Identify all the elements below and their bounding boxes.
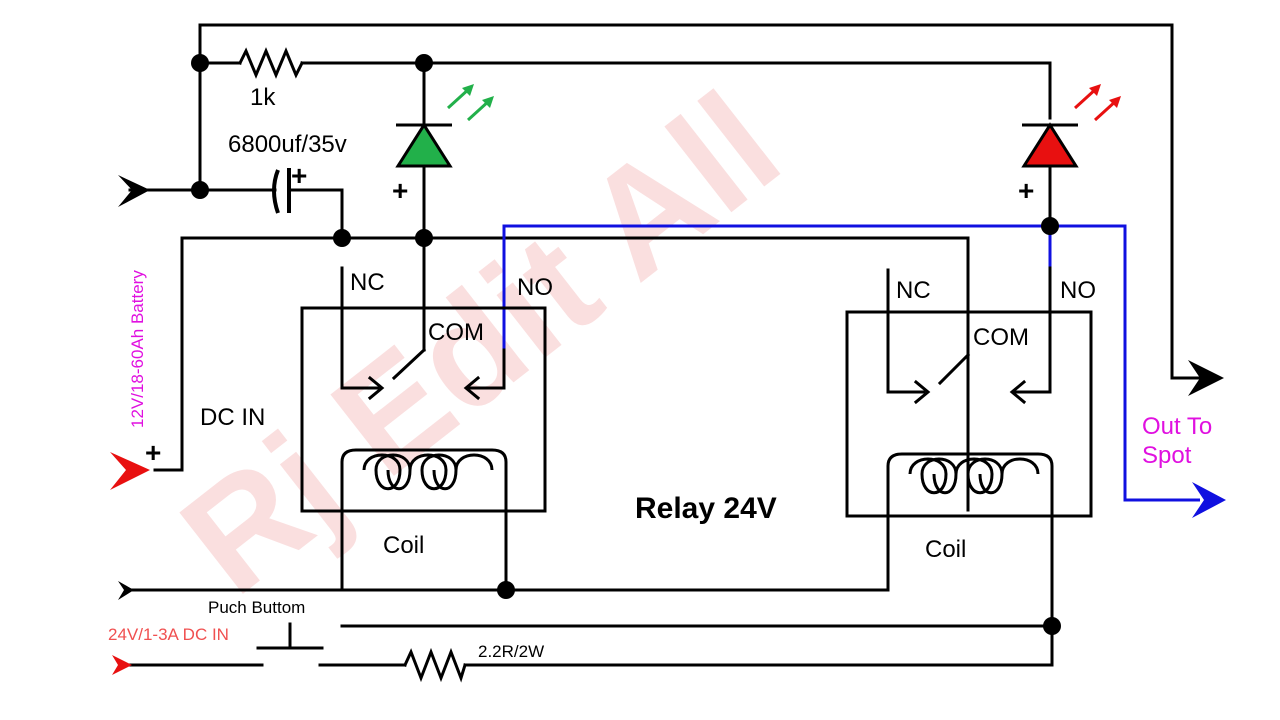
capacitor-plus: +: [291, 160, 307, 191]
capacitor-label: 6800uf/35v: [228, 131, 347, 158]
led-left-plus: +: [392, 175, 408, 206]
top-wiring: [128, 23, 1174, 512]
relay-right-coil: Coil: [925, 536, 966, 563]
push-button-label: Puch Buttom: [208, 598, 305, 617]
relay-left-coil: Coil: [383, 532, 424, 559]
relay-right: [845, 266, 1093, 626]
capacitor: [272, 168, 291, 214]
relay-left-com: COM: [428, 319, 484, 346]
relay-right-com: COM: [973, 324, 1029, 351]
led-right-plus: +: [1018, 175, 1034, 206]
out-to-spot-line1: Out To: [1142, 413, 1212, 440]
led-green-icon: [395, 84, 494, 168]
battery-plus: +: [145, 437, 161, 468]
out-to-spot-line2: Spot: [1142, 442, 1192, 469]
resistor-2r2: [403, 647, 467, 683]
relay-right-nc: NC: [896, 277, 931, 304]
junction-nodes: [191, 54, 1061, 635]
resistor-2r2-label: 2.2R/2W: [478, 642, 544, 661]
dc-in-label: DC IN: [200, 404, 265, 431]
relay-right-no: NO: [1060, 277, 1096, 304]
battery-label: 12V/18-60Ah Battery: [128, 270, 147, 428]
charger-label: 24V/1-3A DC IN: [108, 625, 229, 644]
relay-title: Relay 24V: [635, 492, 777, 525]
charger-input-arrow-icon: [112, 655, 132, 675]
output-arrow-icon: [1188, 360, 1224, 396]
relay-left-no: NO: [517, 274, 553, 301]
resistor-1k: [237, 47, 305, 79]
relay-left: [300, 266, 547, 590]
battery-input-arrow-icon: [118, 175, 150, 207]
resistor-1k-label: 1k: [250, 84, 276, 111]
relay-left-nc: NC: [350, 269, 385, 296]
dc-input-arrow-icon: [110, 452, 150, 490]
led-red-icon: [1021, 84, 1121, 168]
